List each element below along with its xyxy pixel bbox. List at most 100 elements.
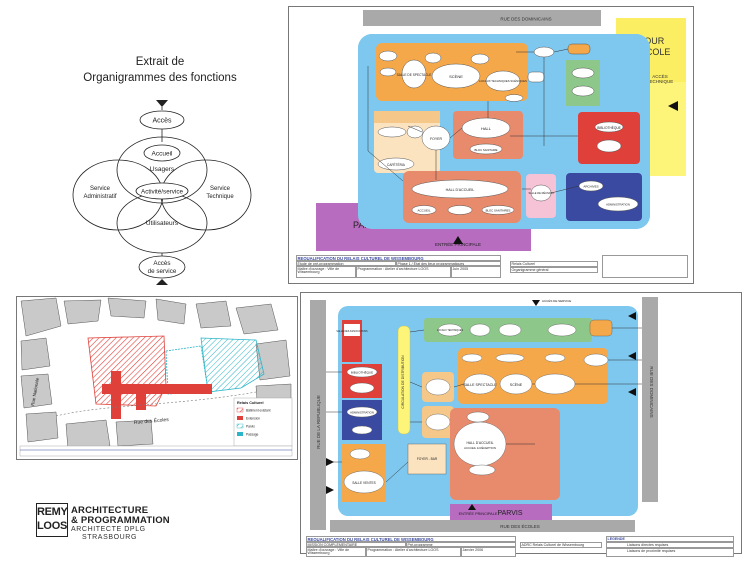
arrow-up-icon — [156, 279, 168, 285]
arrow-left-icon-b1 — [628, 312, 636, 320]
org-chart: Accès Accueil Usagers Activité/service S… — [72, 100, 252, 285]
tb-top-prog: Programmation : Atelier d'architecture L… — [356, 266, 451, 278]
hall-label: HALL — [481, 126, 492, 131]
cour-label-2: D'ÉCOLE — [632, 47, 671, 57]
logo-line-2: LOOS — [37, 520, 67, 532]
foyer-label: FOYER — [430, 137, 443, 141]
scene-label-bottom: SCÈNE — [510, 382, 523, 387]
title-line-1: Extrait de — [135, 56, 185, 68]
arrow-up-icon-b6 — [468, 504, 476, 510]
arrow-down-icon-b7 — [532, 300, 540, 306]
scene-label: SCÈNE — [449, 74, 463, 79]
tb-top-blank — [602, 255, 688, 278]
legend-item-2: Extension — [246, 417, 260, 421]
brand-line-4: STRASBOURG — [82, 534, 138, 541]
salle-spectacle-label-bottom: SALLE SPECTACLE — [463, 383, 497, 387]
archives-label: ARCHIVES — [583, 185, 598, 189]
bloc-sanitaire-label: BLOC SANITAIRE — [475, 148, 498, 152]
bloc-sanitaires-label: BLOC SANITAIRES — [486, 209, 511, 213]
legend-item-3: Parvis — [246, 425, 255, 429]
plan-top: RUE DES DOMINICAINS COUR D'ÉCOLE ACCÈS T… — [316, 10, 686, 251]
cour-label-1: COUR — [638, 36, 665, 46]
tb-bottom-maitre: Maître d'ouvrage : Ville de Wissembourg — [306, 547, 366, 557]
service-tech-label-2: Technique — [206, 194, 234, 200]
tb-bottom-legend-1: Liaisons directes requises — [606, 542, 734, 548]
page-title: Extrait de Organigrammes des fonctions — [70, 54, 250, 86]
brand-line-2: & PROGRAMMATION — [71, 515, 170, 526]
service-admin-label-2: Administratif — [83, 194, 116, 200]
tb-top-desc: Phase 1 / État des lieux programmatiques — [396, 261, 501, 266]
accueil-label: Accueil — [152, 151, 174, 158]
plan-top-title-block: REQUALIFICATION DU RELAIS CULTUREL DE WI… — [296, 255, 688, 279]
title-line-2: Organigrammes des fonctions — [83, 72, 237, 84]
acces-tech-label-2: TECHNIQUE — [647, 79, 674, 84]
accueil-label-top: ACCUEIL — [417, 209, 430, 213]
bibliotheque-label-bottom: BIBLIOTHÈQUE — [351, 370, 373, 375]
arrow-down-icon — [156, 100, 168, 107]
street-right-label: RUE DES DOMINICAINS — [649, 366, 654, 417]
arrow-right-icon-b4 — [326, 458, 334, 466]
acces-tech-label-1: ACCÈS — [652, 73, 668, 79]
accueil-node — [143, 144, 181, 162]
tb-top-date: Juin 2005 — [451, 266, 501, 278]
bibliotheque-label: BIBLIOTHÈQUE — [597, 125, 621, 130]
tb-top-doc: Organigramme général — [510, 267, 598, 273]
salle-reunion-label: SALLE DE RÉUNION — [528, 190, 553, 195]
tb-bottom-mission: MISSION COMPLÉMENTAIRE — [306, 542, 406, 547]
salle-ventes-label: SALLE VENTES — [352, 481, 376, 485]
acces-service-label-2: de service — [148, 268, 177, 275]
salle-associations-label: SALLE DES ASSOCIATIONS — [336, 330, 368, 333]
street-bottom-label: RUE DES ÉCOLES — [500, 523, 540, 529]
administration-label: ADMINISTRATION — [606, 203, 630, 207]
locaux-tech-label: LOCAUX TECHNIQUES SCÉNIQUES — [479, 78, 527, 83]
street-ecoles-label: Rue des Écoles — [134, 416, 170, 426]
site-map: Rue des Écoles Rue Nationale Relais Cult… — [19, 297, 293, 457]
plan-bottom-title-block: REQUALIFICATION DU RELAIS CULTUREL DE WI… — [306, 536, 736, 558]
locaux-tech-label-bottom: LOCAUX TECHNIQUES — [437, 329, 464, 332]
hall-accueil-label-2: ACCUEIL & RÉCEPTION — [464, 445, 496, 450]
arrow-right-icon-b5 — [326, 486, 334, 494]
tb-top-title: REQUALIFICATION DU RELAIS CULTUREL DE WI… — [296, 255, 501, 261]
parvis-label-bottom: PARVIS — [497, 510, 522, 517]
tb-bottom-prog: Programmation : Atelier d'architecture L… — [366, 547, 461, 557]
tb-bottom-phase: Pré-programme — [406, 542, 516, 547]
circulation-label: CIRCULATION DE DISTRIBUTION — [401, 355, 405, 409]
acces-service-node — [138, 255, 186, 279]
tb-top-phase: Étude de pré-programmation — [296, 261, 396, 266]
legend-title: Relais Culturel — [237, 401, 264, 405]
tb-bottom-desc: ADRC Relais Culturel de Wissembourg — [520, 542, 602, 548]
hall-accueil-label-1: HALL D'ACCUEIL — [466, 441, 493, 445]
foyer-bar-label: FOYER - BAR — [417, 457, 438, 461]
street-top-label: RUE DES DOMINICAINS — [500, 17, 551, 22]
brand-line-1: ARCHITECTURE — [71, 505, 149, 516]
logo: REMY LOOS — [36, 503, 68, 537]
tb-bottom-date: Janvier 2006 — [461, 547, 516, 557]
activite-label: Activité/service — [141, 189, 183, 196]
tb-top-owner: Relais Culturel — [510, 261, 598, 267]
acces-label: Accès — [152, 118, 172, 125]
street-nationale-label: Rue Nationale — [30, 377, 40, 406]
cafeteria-label: CAFÉTÉRIA — [387, 162, 406, 167]
utilisateurs-label: Utilisateurs — [146, 220, 179, 227]
plan-bottom: RUE DE LA REPUBLIQUE RUE DES DOMINICAINS… — [310, 297, 658, 532]
hall-accueil-label: HALL D'ACCUEIL — [446, 188, 475, 192]
street-left-label: RUE DE LA REPUBLIQUE — [316, 395, 321, 449]
acces-service-label-bottom: ACCÈS DE SERVICE — [542, 298, 571, 303]
activite-node — [135, 182, 189, 200]
administration-label-bottom: ADMINISTRATION — [350, 411, 374, 415]
service-tech-label-1: Service — [210, 186, 231, 192]
usagers-label: Usagers — [150, 166, 175, 173]
logo-line-1: REMY — [37, 506, 68, 518]
legend-item-4: Passage — [246, 433, 259, 437]
arrow-left-icon-b2 — [628, 352, 636, 360]
arrow-left-icon-b3 — [628, 388, 636, 396]
service-admin-label-1: Service — [90, 186, 111, 192]
salle-spectacle-label: SALLE DE SPECTACLE — [397, 73, 432, 77]
tb-bottom-legend-2: Liaisons de proximité requises — [606, 548, 734, 557]
legend-item-1: Bâtiment existant — [246, 409, 271, 413]
arrow-left-icon-2 — [668, 101, 678, 111]
entree-label-bottom: ENTRÉE PRINCIPALE — [459, 511, 498, 516]
tb-bottom-legend: LÉGENDE — [606, 536, 734, 542]
arrow-up-icon-entree — [453, 236, 463, 244]
